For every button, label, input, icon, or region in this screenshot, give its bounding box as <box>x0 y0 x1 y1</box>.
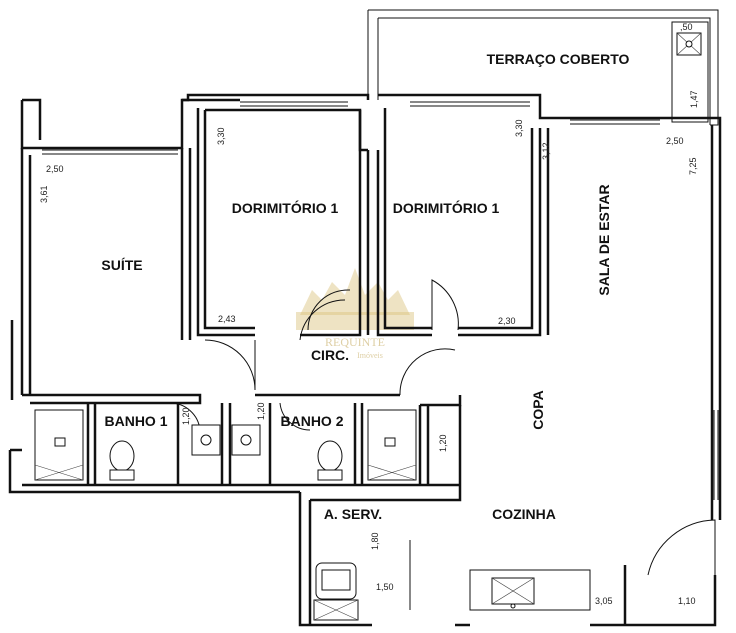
dim-dorm-a-h: 3,30 <box>216 127 226 145</box>
doors <box>169 279 716 576</box>
label-sala: SALA DE ESTAR <box>596 184 612 295</box>
dim-terraco-w: ,50 <box>680 22 693 32</box>
interior-walls <box>22 108 550 610</box>
dim-sala-h2: 7,25 <box>688 157 698 175</box>
dim-aserv-w: 1,50 <box>376 582 394 592</box>
room-labels: TERRAÇO COBERTO DORIMITÓRIO 1 DORIMITÓRI… <box>101 51 629 522</box>
toilet-icon <box>109 440 135 472</box>
drain-icon <box>676 32 702 56</box>
kitchen-sink-icon <box>469 569 591 611</box>
dim-dorm-a-w: 2,43 <box>218 314 236 324</box>
dim-suite-w: 2,50 <box>46 164 64 174</box>
label-terraco: TERRAÇO COBERTO <box>487 51 630 67</box>
watermark-sub: Imóveis <box>357 351 383 360</box>
dim-sala-w: 2,50 <box>666 136 684 146</box>
dim-cozinha-w: 3,05 <box>595 596 613 606</box>
terrace-walls <box>367 9 719 126</box>
label-banho2: BANHO 2 <box>280 413 343 429</box>
windows <box>42 101 719 500</box>
exterior-walls <box>8 93 722 627</box>
bath1-fixtures <box>34 409 221 481</box>
dim-aserv-h: 1,80 <box>370 532 380 550</box>
label-circ: CIRC. <box>311 347 349 363</box>
dim-banho2-h: 1,20 <box>256 402 266 420</box>
label-aserv: A. SERV. <box>324 506 382 522</box>
dim-suite-h: 3,61 <box>39 185 49 203</box>
laundry-fixtures <box>313 562 359 621</box>
dim-sala-h1: 3,12 <box>541 142 551 160</box>
label-banho1: BANHO 1 <box>104 413 167 429</box>
label-dorm-b: DORIMITÓRIO 1 <box>393 199 500 216</box>
label-suite: SUÍTE <box>101 257 142 273</box>
dim-copa-h: 1,20 <box>438 434 448 452</box>
bath2-fixtures <box>231 409 417 481</box>
dim-terraco-h: 1,47 <box>689 90 699 108</box>
watermark-brand: REQUINTE <box>325 335 385 349</box>
label-copa: COPA <box>530 390 546 429</box>
dim-cozinha-w2: 1,10 <box>678 596 696 606</box>
dim-dorm-b-w: 2,30 <box>498 316 516 326</box>
label-cozinha: COZINHA <box>492 506 556 522</box>
toilet-icon <box>317 440 343 472</box>
label-dorm-a: DORIMITÓRIO 1 <box>232 199 339 216</box>
dimension-labels: ,50 1,47 3,30 2,43 3,30 2,30 2,50 3,61 3… <box>39 22 699 606</box>
dim-banho1-h: 1,20 <box>181 407 191 425</box>
dim-dorm-b-h: 3,30 <box>514 119 524 137</box>
